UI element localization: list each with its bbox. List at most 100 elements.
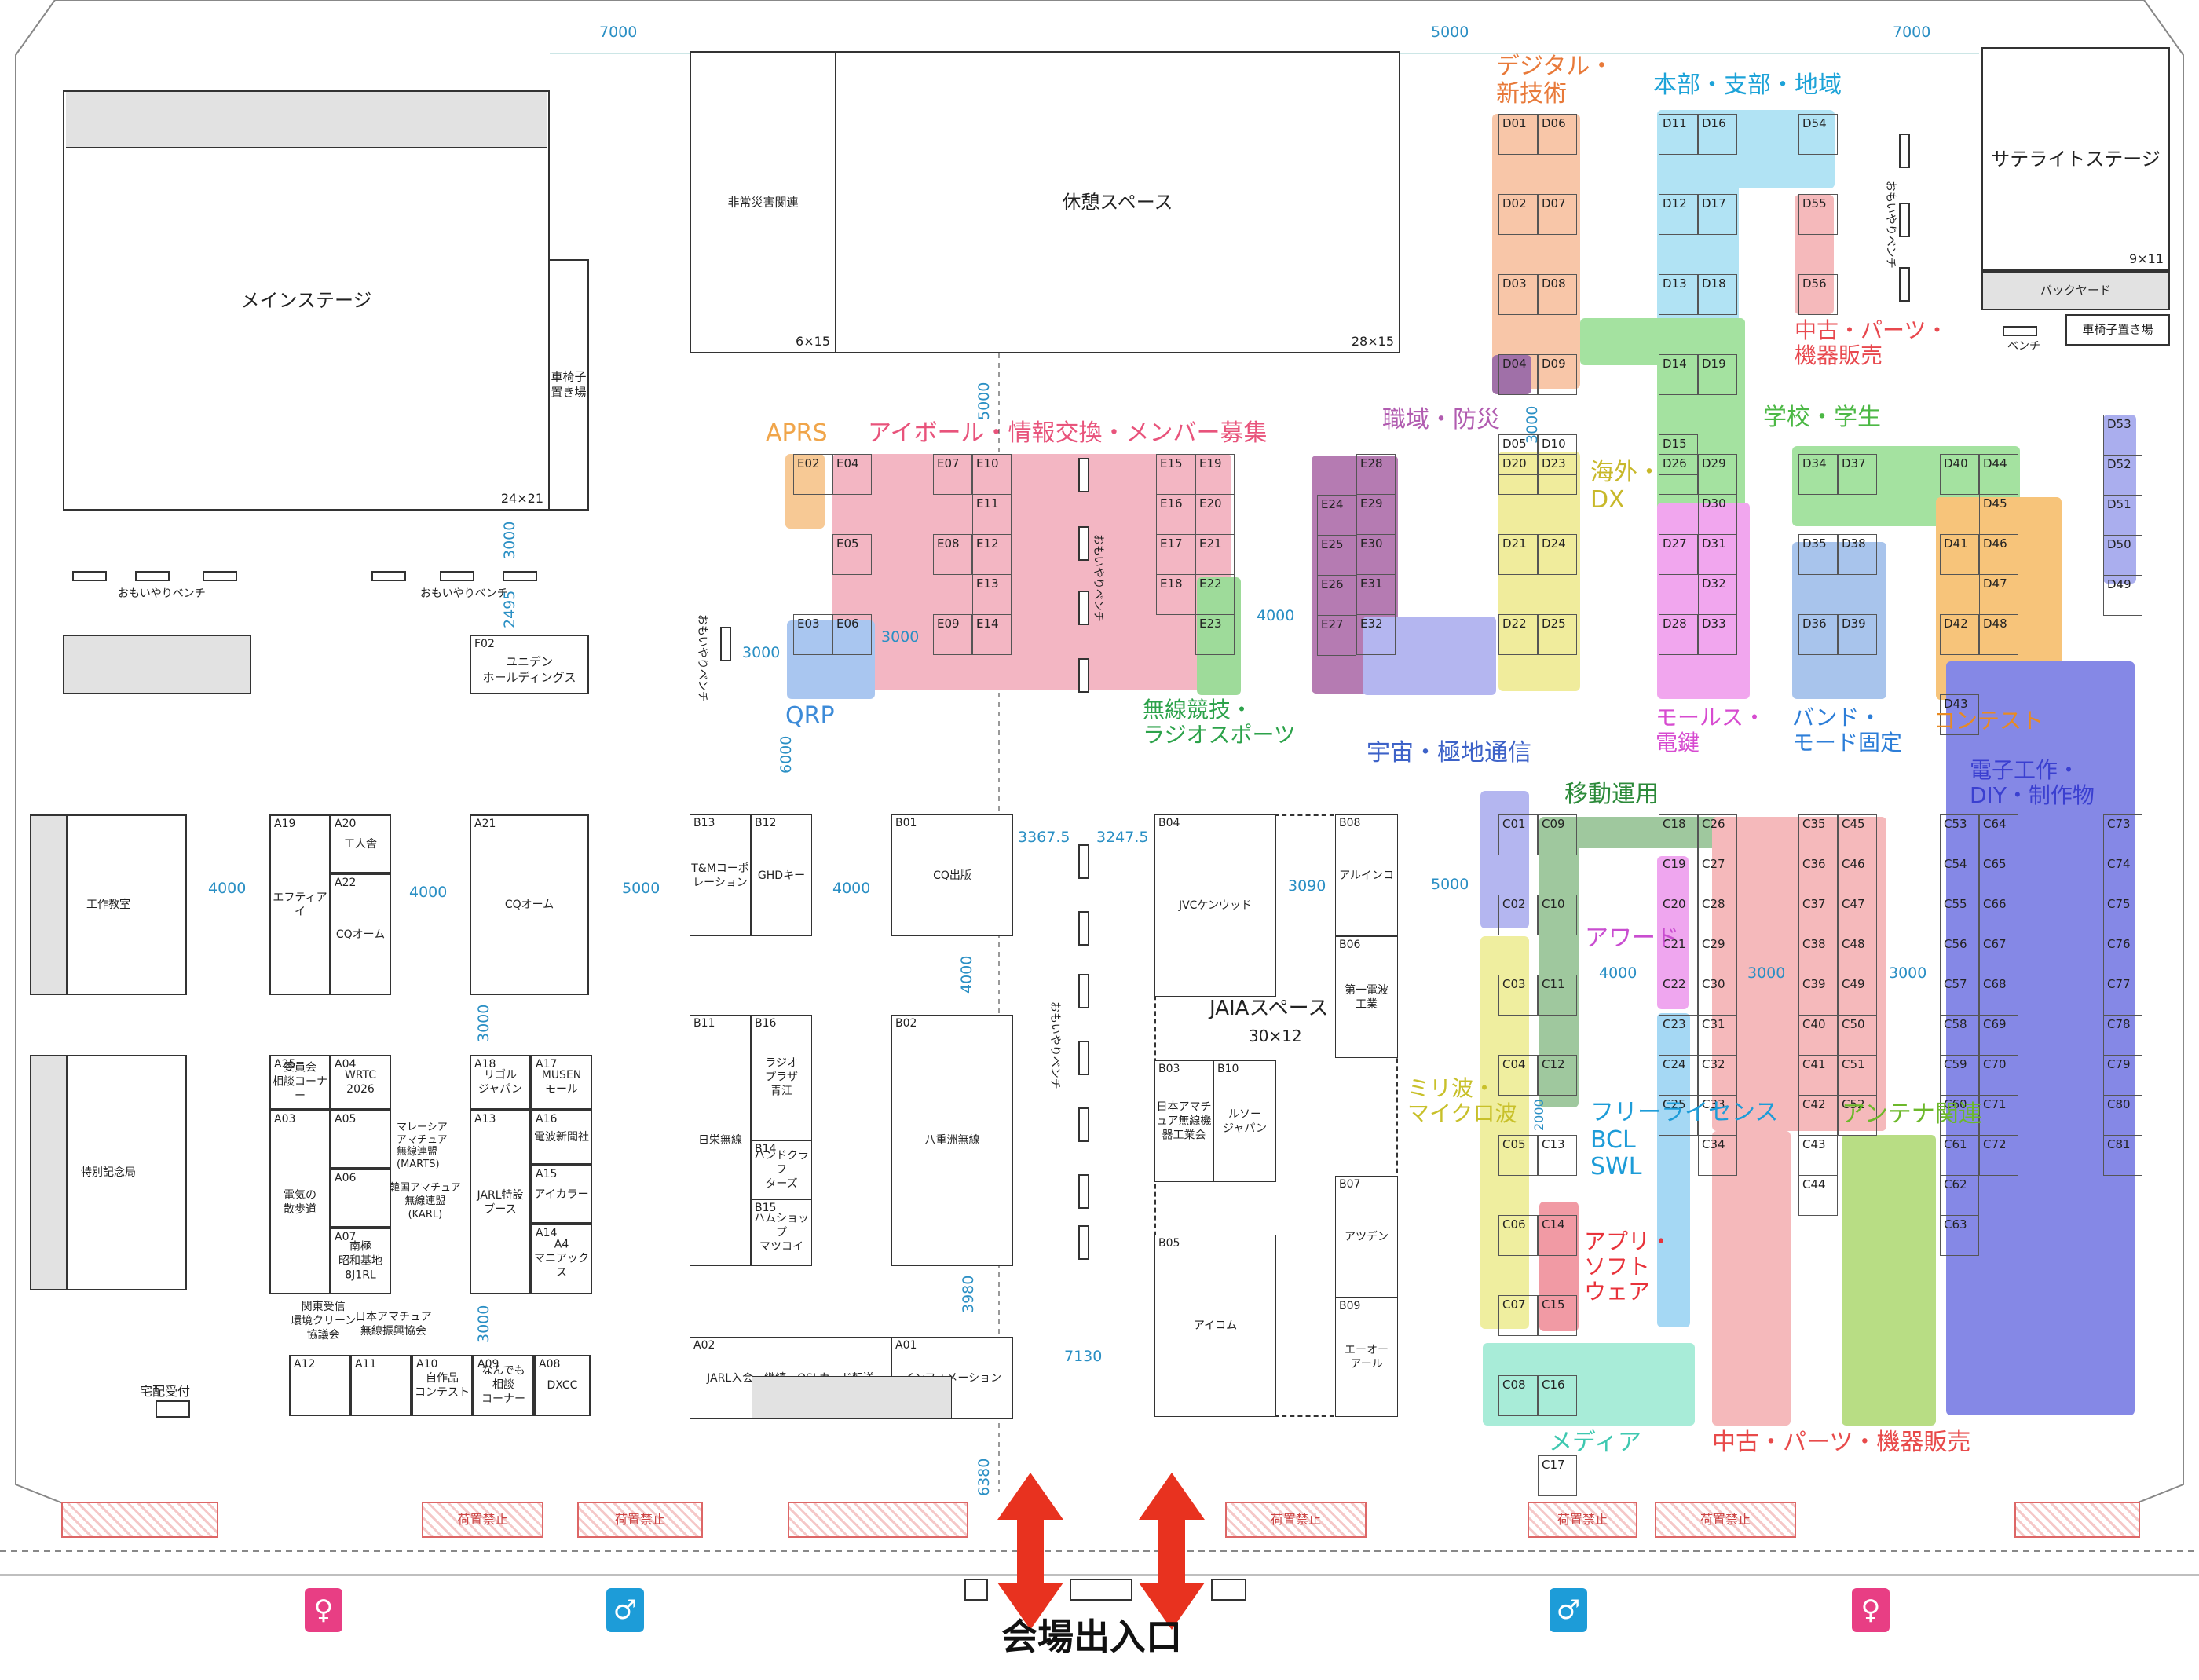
booth-cell[interactable]: D33 [1698,614,1737,655]
booth-cell[interactable]: D43 [1940,694,1979,735]
satellite-stage[interactable]: サテライトステージ 9×11 [1981,47,2170,271]
booth-a05[interactable]: A05 [330,1110,391,1169]
booth-cell[interactable]: D13 [1659,274,1698,315]
booth-cell[interactable]: D23 [1538,454,1577,495]
booth-cell[interactable]: C64 [1979,814,2018,855]
booth-cell[interactable]: D27 [1659,534,1698,575]
booth-a11[interactable]: A11 [350,1355,412,1416]
booth-cell[interactable]: E14 [972,614,1012,655]
booth-cell[interactable]: E21 [1195,534,1235,575]
booth-cell[interactable]: C66 [1979,895,2018,935]
booth-cell[interactable]: C49 [1838,975,1877,1016]
booth-cell[interactable]: D09 [1538,354,1577,395]
booth-cell[interactable]: D17 [1698,194,1737,235]
booth-cell[interactable]: C63 [1940,1215,1979,1256]
booth-cell[interactable]: C58 [1940,1015,1979,1056]
booth-cell[interactable]: C76 [2103,935,2142,975]
booth-cell[interactable]: D22 [1498,614,1538,655]
booth-cell[interactable]: E11 [972,494,1012,535]
booth-cell[interactable]: C34 [1698,1135,1737,1176]
booth-cell[interactable]: D40 [1940,454,1979,495]
booth-cell[interactable]: C27 [1698,855,1737,895]
booth-cell[interactable]: C29 [1698,935,1737,975]
booth-cell[interactable]: D37 [1838,454,1877,495]
booth-cell[interactable]: C47 [1838,895,1877,935]
booth-cell[interactable]: C05 [1498,1135,1538,1176]
booth-cell[interactable]: C72 [1979,1135,2018,1176]
booth-cell[interactable]: C17 [1538,1455,1577,1496]
booth-cell[interactable]: C13 [1538,1135,1577,1176]
booth-cell[interactable]: D38 [1838,534,1877,575]
booth-cell[interactable]: E28 [1356,454,1396,495]
booth-cell[interactable]: C57 [1940,975,1979,1016]
booth-cell[interactable]: C26 [1698,814,1737,855]
booth-cell[interactable]: E30 [1356,534,1396,575]
booth-cell[interactable]: D26 [1659,454,1698,495]
booth-cell[interactable]: C51 [1838,1055,1877,1096]
booth-cell[interactable]: C04 [1498,1055,1538,1096]
booth-cell[interactable]: C03 [1498,975,1538,1016]
booth-cell[interactable]: C36 [1798,855,1838,895]
booth-cell[interactable]: E24 [1317,495,1356,536]
booth-cell[interactable]: D35 [1798,534,1838,575]
booth-cell[interactable]: E16 [1156,494,1195,535]
booth-cell[interactable]: E22 [1195,574,1235,615]
booth-cell[interactable]: D56 [1798,274,1838,315]
booth-cell[interactable]: C61 [1940,1135,1979,1176]
booth-cell[interactable]: D32 [1698,574,1737,615]
booth-cell[interactable]: D16 [1698,114,1737,155]
booth-cell[interactable]: C44 [1798,1175,1838,1216]
booth-cell[interactable]: D41 [1940,534,1979,575]
booth-cell[interactable]: C28 [1698,895,1737,935]
booth-cell[interactable]: D21 [1498,534,1538,575]
delivery-counter[interactable] [156,1400,190,1418]
booth-cell[interactable]: E31 [1356,574,1396,615]
booth-a06[interactable]: A06 [330,1169,391,1228]
booth-cell[interactable]: D08 [1538,274,1577,315]
booth-cell[interactable]: D12 [1659,194,1698,235]
booth-cell[interactable]: C48 [1838,935,1877,975]
booth-cell[interactable]: C18 [1659,814,1698,855]
booth-cell[interactable]: E13 [972,574,1012,615]
booth-cell[interactable]: C45 [1838,814,1877,855]
booth-cell[interactable]: C06 [1498,1215,1538,1256]
booth-cell[interactable]: C59 [1940,1055,1979,1096]
booth-cell[interactable]: C65 [1979,855,2018,895]
booth-cell[interactable]: E08 [933,534,972,575]
booth-cell[interactable]: C79 [2103,1055,2142,1096]
booth-cell[interactable]: E06 [832,614,872,655]
booth-cell[interactable]: D42 [1940,614,1979,655]
booth-cell[interactable]: D30 [1698,494,1737,535]
booth-cell[interactable]: E07 [933,454,972,495]
booth-cell[interactable]: D29 [1698,454,1737,495]
booth-cell[interactable]: C41 [1798,1055,1838,1096]
booth-cell[interactable]: D11 [1659,114,1698,155]
booth-cell[interactable]: E32 [1356,614,1396,655]
booth-cell[interactable]: D03 [1498,274,1538,315]
booth-cell[interactable]: C39 [1798,975,1838,1016]
booth-cell[interactable]: C16 [1538,1375,1577,1416]
booth-cell[interactable]: D14 [1659,354,1698,395]
booth-cell[interactable]: C02 [1498,895,1538,935]
booth-cell[interactable]: C73 [2103,814,2142,855]
booth-cell[interactable]: C30 [1698,975,1737,1016]
booth-cell[interactable]: C31 [1698,1015,1737,1056]
disaster-area[interactable]: 非常災害関連 6×15 [691,53,836,352]
booth-cell[interactable]: C75 [2103,895,2142,935]
